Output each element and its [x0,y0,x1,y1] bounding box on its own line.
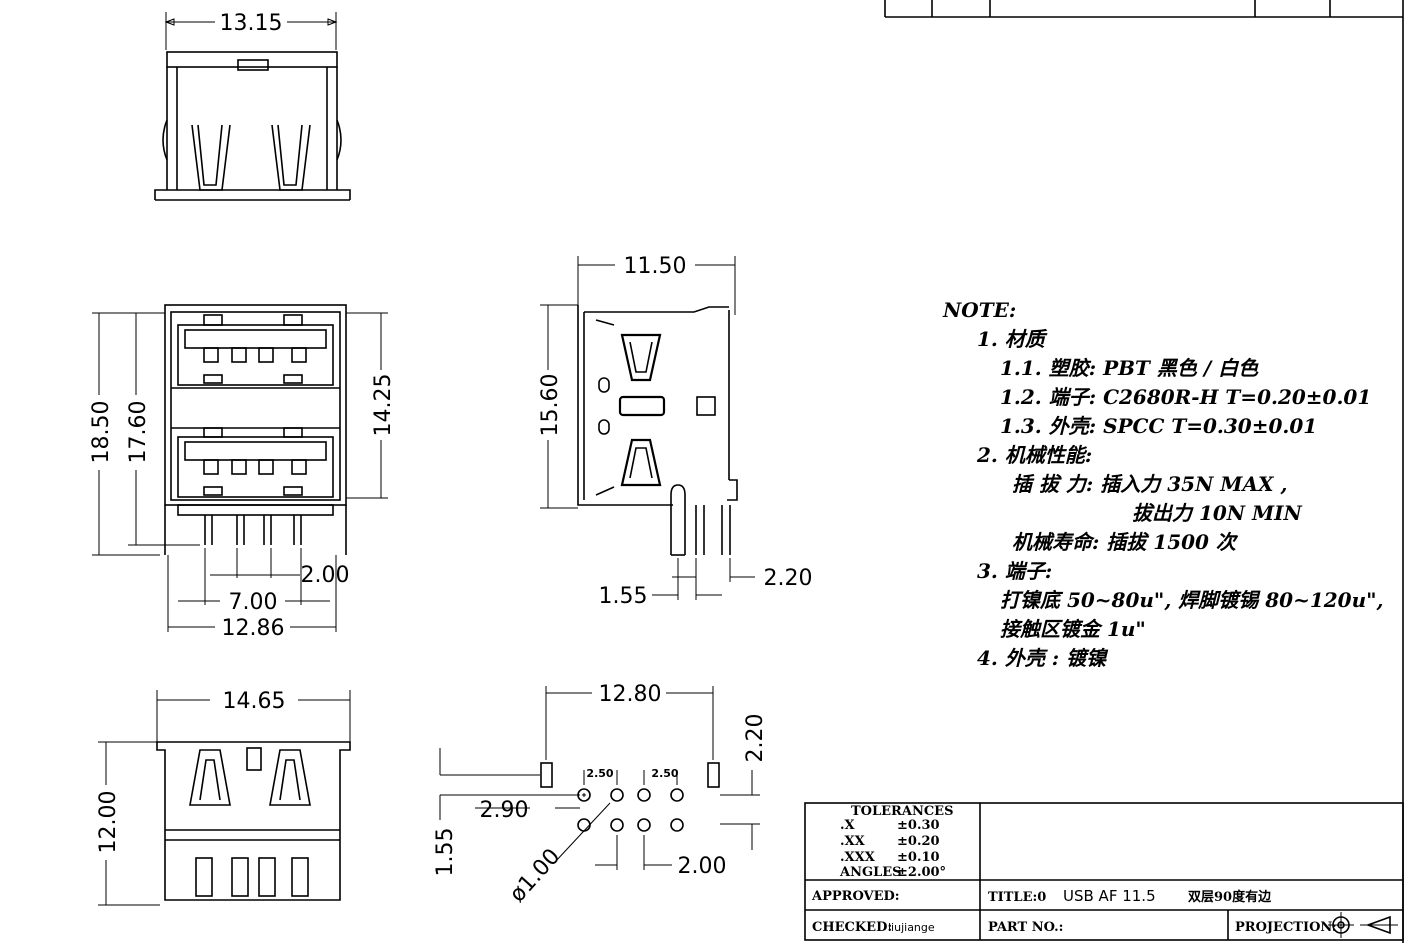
side-height-label: 15.60 [538,374,563,437]
note-line: 2. 机械性能: [976,443,1092,467]
title-block: TOLERANCES .X ±0.30 .XX ±0.20 .XXX ±0.10… [804,802,1404,941]
footprint-offset-label: 2.90 [480,798,529,823]
bottom-width-label: 14.65 [223,689,286,714]
bottom-view: 14.65 12.00 [96,689,351,906]
tolerance-key: ANGLES [839,865,902,880]
title-label: TITLE:0 [988,890,1046,905]
tolerances-heading: TOLERANCES [851,804,953,819]
front-view: 18.50 17.60 14.25 2.00 7.00 12.86 [89,304,396,641]
tolerance-key: .XXX [840,850,876,865]
top-width-label: 13.15 [220,11,283,36]
note-line: 机械寿命: 插拔 1500 次 [1012,530,1239,554]
checked-value: liujiange [888,921,935,934]
front-height-outer-label: 18.50 [89,401,114,464]
projection-symbol-icon [1328,912,1398,938]
note-line: 1.3. 外壳: SPCC T=0.30±0.01 [1000,414,1317,438]
footprint-vertical-label: 2.20 [743,714,768,763]
side-width-label: 11.50 [624,254,687,279]
footprint-span-label: 12.80 [599,682,662,707]
approved-label: APPROVED: [811,889,900,904]
header-table [884,0,1404,943]
note-line: 3. 端子: [977,559,1052,583]
note-line: 拔出力 10N MIN [1132,501,1303,525]
title-value: USB AF 11.5 [1063,887,1156,905]
pcb-footprint: 12.80 2.20 1.55 2.90 2.50 2.50 [433,682,768,907]
projection-label: PROJECTION: [1235,920,1337,935]
front-pin-pitch-label: 2.00 [301,563,350,588]
note-line: 插 拔 力: 插入力 35N MAX , [1012,472,1287,496]
part-no-label: PART NO.: [988,920,1063,935]
note-line: 1.2. 端子: C2680R-H T=0.20±0.01 [1000,385,1371,409]
front-height-inner-label: 17.60 [126,401,151,464]
note-line: 1. 材质 [977,327,1048,351]
tolerance-value: ±0.30 [897,818,940,833]
footprint-row-gap-label: 1.55 [433,828,458,877]
note-line: 打镍底 50~80u", 焊脚镀锡 80~120u", [1000,588,1384,612]
front-base-width-label: 12.86 [222,616,285,641]
title-cn: 双层90度有边 [1188,889,1272,905]
notes: NOTE: 1. 材质 1.1. 塑胶: PBT 黑色 / 白色 1.2. 端子… [942,298,1384,670]
footprint-pitch-row-label: 2.00 [678,854,727,879]
note-line: 接触区镀金 1u" [1000,617,1146,641]
footprint-pitch-a-label: 2.50 [586,767,613,780]
footprint-pitch-b-label: 2.50 [651,767,678,780]
front-pin-span-label: 7.00 [229,590,278,615]
tolerance-value: ±2.00° [897,865,946,880]
side-pin-pitch-label: 2.20 [764,566,813,591]
bottom-height-label: 12.00 [96,791,121,854]
note-line: 1.1. 塑胶: PBT 黑色 / 白色 [1000,356,1259,380]
side-view: 11.50 15.60 2.20 [538,254,812,609]
tolerance-value: ±0.20 [897,834,940,849]
tolerance-value: ±0.10 [897,850,940,865]
footprint-hole-dia-label: ø1.00 [505,844,565,907]
top-view: 13.15 [154,11,351,201]
notes-heading: NOTE: [942,298,1016,322]
note-line: 4. 外壳 : 镀镍 [977,646,1109,670]
tolerance-key: .XX [840,834,866,849]
side-pin-offset-label: 1.55 [599,584,648,609]
tolerance-key: .X [840,818,856,833]
checked-label: CHECKED: [812,920,892,935]
front-height-right-label: 14.25 [371,374,396,437]
